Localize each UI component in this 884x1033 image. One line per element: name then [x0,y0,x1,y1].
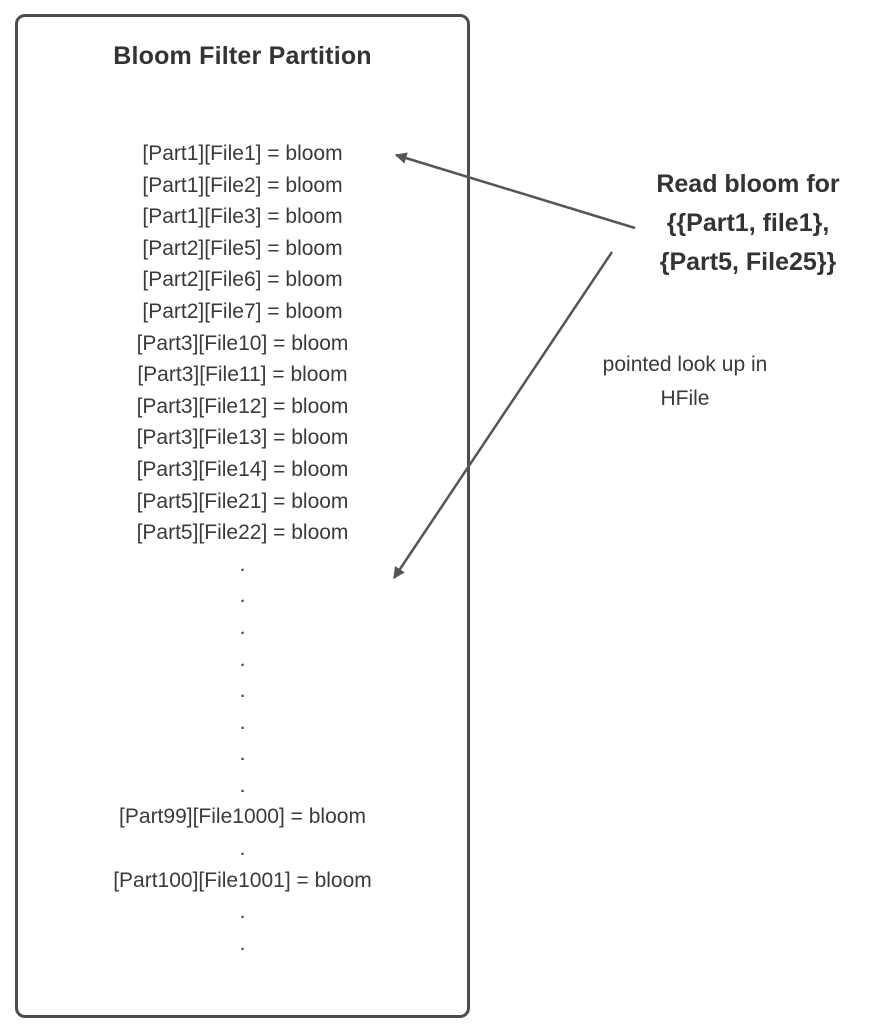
entry-line: [Part3][File10] = bloom [136,331,349,355]
entry-line: . [239,710,246,734]
entry-line: [Part99][File1000] = bloom [119,805,366,829]
entry-line: [Part2][File6] = bloom [142,268,343,292]
entry-line: . [239,679,246,703]
entry-line: [Part3][File11] = bloom [137,363,348,387]
entry-line: [Part5][File21] = bloom [136,489,349,513]
entry-line: . [239,742,246,766]
entry-line: . [239,837,246,861]
entry-list: [Part1][File1] = bloom [Part1][File2] = … [15,138,470,959]
entry-line: [Part3][File12] = bloom [136,394,349,418]
entry-line: . [239,773,246,797]
entry-line: [Part1][File3] = bloom [142,205,343,229]
read-bloom-annotation: Read bloom for {{Part1, file1}, {Part5, … [656,170,840,276]
entry-line: [Part2][File5] = bloom [142,236,343,260]
entry-line: . [239,931,246,955]
pointed-lookup-annotation: pointed look up in HFile [602,353,768,410]
entry-line: [Part100][File1001] = bloom [113,868,372,892]
entry-line: [Part3][File13] = bloom [136,426,349,450]
entry-line: [Part3][File14] = bloom [136,457,349,481]
box-title: Bloom Filter Partition [113,42,372,70]
entry-line: . [239,615,246,639]
entry-line: . [239,900,246,924]
entry-line: [Part1][File2] = bloom [142,173,343,197]
entry-line: [Part1][File1] = bloom [142,142,343,165]
entry-line: . [239,584,246,608]
entry-line: . [239,552,246,576]
entry-line: . [239,647,246,671]
entry-line: [Part5][File22] = bloom [136,521,349,545]
entry-line: [Part2][File7] = bloom [142,299,343,323]
